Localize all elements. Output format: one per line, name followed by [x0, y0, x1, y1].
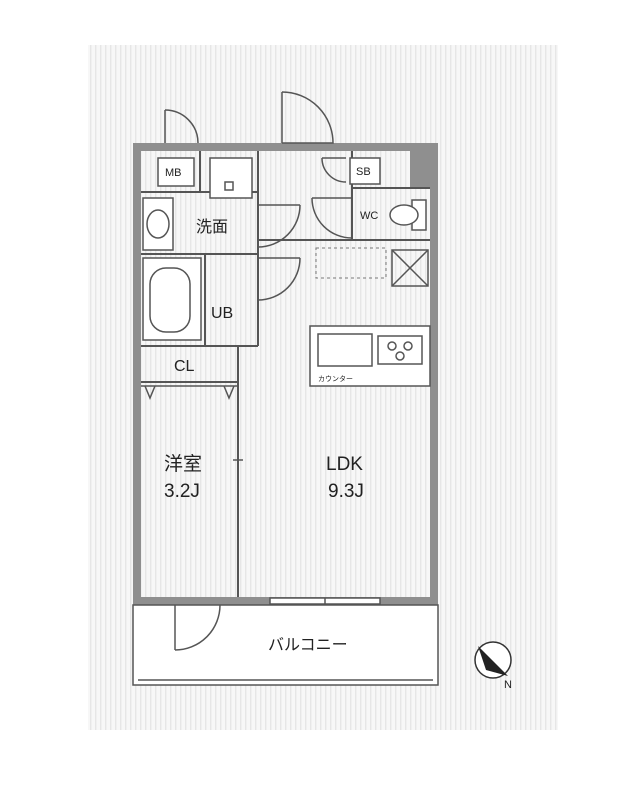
western-room-floor	[141, 382, 238, 597]
balcony-door[interactable]	[174, 604, 221, 651]
shelf-dashed	[315, 247, 387, 279]
label-western-name: 洋室	[164, 453, 202, 475]
compass-icon: N	[474, 641, 512, 691]
wc-door[interactable]	[311, 197, 353, 239]
label-ub: UB	[211, 305, 233, 322]
compass-north-label: N	[504, 679, 512, 691]
mb-door[interactable]	[164, 109, 199, 144]
washroom-door[interactable]	[257, 204, 301, 248]
label-ldk-name: LDK	[326, 454, 363, 475]
label-western-size: 3.2J	[164, 481, 200, 502]
washing-machine-space	[209, 157, 253, 199]
label-balcony: バルコニー	[268, 637, 348, 654]
label-cl: CL	[174, 358, 195, 375]
sb-box	[349, 157, 381, 185]
ldk-floor	[240, 240, 430, 597]
closet-doors[interactable]	[141, 385, 238, 400]
toilet	[389, 199, 427, 231]
kitchen-counter	[309, 325, 431, 387]
mb-box	[157, 157, 195, 187]
label-ldk-size: 9.3J	[328, 481, 364, 502]
sb-door[interactable]	[321, 157, 347, 183]
fridge-space	[391, 249, 429, 287]
bathtub	[142, 257, 202, 341]
ub-door[interactable]	[257, 257, 301, 301]
entrance-door[interactable]	[281, 91, 334, 144]
washbasin	[142, 197, 174, 251]
sliding-door-western[interactable]	[233, 420, 243, 520]
label-washroom: 洗面	[196, 218, 228, 236]
label-sb: SB	[356, 166, 371, 178]
label-wc: WC	[360, 210, 378, 222]
label-counter: カウンター	[318, 374, 353, 383]
balcony	[132, 604, 439, 686]
label-mb: MB	[165, 167, 182, 179]
